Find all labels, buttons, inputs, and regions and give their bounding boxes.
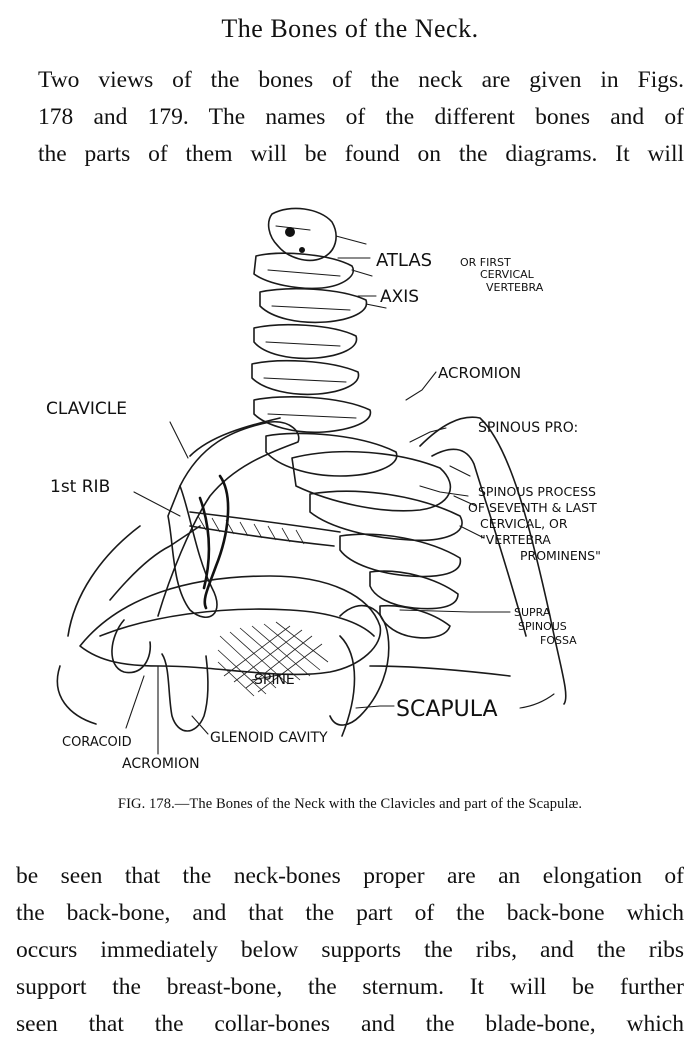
text-line: seen that the collar-bones and the blade…	[16, 1011, 684, 1037]
label-acromion: ACROMION	[438, 364, 521, 382]
label-spinous-process: OF SEVENTH & LAST	[468, 500, 597, 515]
label-spinous-process: PROMINENS"	[520, 548, 601, 563]
label-clavicle: CLAVICLE	[46, 399, 127, 419]
neck-bones-illustration: ATLAS OR FIRST CERVICAL VERTEBRA AXIS AC…	[40, 196, 660, 776]
upper-back-drawing	[291, 416, 567, 705]
label-spinous-process: "VERTEBRA	[480, 532, 551, 547]
label-supra-spinous-fossa: FOSSA	[540, 634, 577, 647]
label-atlas: ATLAS	[376, 250, 432, 271]
label-axis: AXIS	[380, 287, 419, 307]
figure-labels: ATLAS OR FIRST CERVICAL VERTEBRA AXIS AC…	[46, 250, 601, 772]
text-line: support the breast-bone, the sternum. It…	[16, 974, 684, 1000]
text-line: the parts of them will be found on the d…	[38, 141, 684, 167]
text-line: 178 and 179. The names of the different …	[38, 104, 684, 130]
page-title: The Bones of the Neck.	[221, 14, 479, 43]
intro-paragraph: Two views of the bones of the neck are g…	[16, 62, 684, 173]
figure-caption: FIG. 178.—The Bones of the Neck with the…	[117, 796, 583, 812]
label-atlas-note: OR FIRST	[460, 256, 511, 269]
label-atlas-note: VERTEBRA	[486, 281, 544, 294]
scapula-drawing	[56, 525, 511, 737]
leader-lines	[125, 257, 555, 755]
text-line: the back-bone, and that the part of the …	[16, 900, 684, 926]
label-atlas-note: CERVICAL	[480, 268, 535, 281]
text-line: be seen that the neck-bones proper are a…	[16, 863, 684, 889]
label-spinous-process: CERVICAL, OR	[480, 516, 568, 531]
clavicle-rib-drawing	[157, 417, 341, 618]
label-spinous-process: SPINOUS PROCESS	[478, 484, 596, 499]
label-first-rib: 1st RIB	[50, 477, 110, 497]
label-glenoid-cavity: GLENOID CAVITY	[210, 730, 328, 746]
label-scapula: SCAPULA	[396, 697, 498, 722]
label-acromion-lower: ACROMION	[122, 756, 200, 772]
cervical-vertebrae-drawing	[251, 207, 398, 477]
label-spinous-pro: SPINOUS PRO:	[478, 420, 578, 436]
label-coracoid: CORACOID	[62, 735, 132, 750]
text-line: occurs immediately below supports the ri…	[16, 937, 684, 963]
continuation-paragraph: be seen that the neck-bones proper are a…	[16, 858, 684, 1043]
label-supra-spinous-fossa: SPINOUS	[518, 620, 567, 633]
label-supra-spinous-fossa: SUPRA	[514, 606, 551, 619]
label-spine: SPINE	[254, 672, 295, 688]
text-line: Two views of the bones of the neck are g…	[38, 67, 684, 93]
